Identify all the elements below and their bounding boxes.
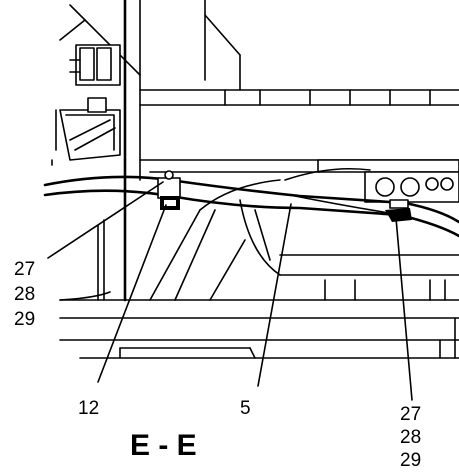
callout-label: 27 xyxy=(400,404,421,425)
mounting-bracket xyxy=(51,44,121,166)
clip-left xyxy=(157,170,181,210)
callout-label: 27 xyxy=(14,259,35,280)
callout-label: 28 xyxy=(14,284,35,305)
callout-left-group: 27 28 29 xyxy=(14,259,35,330)
clip-right xyxy=(385,199,412,222)
callout-label: 29 xyxy=(400,450,421,471)
callout-label: 29 xyxy=(14,309,35,330)
callout-label: 28 xyxy=(400,427,421,448)
section-title: E - E xyxy=(130,429,197,462)
callout-hose: 5 xyxy=(240,398,251,419)
frame-structure xyxy=(59,0,459,359)
callout-right-group: 27 28 29 xyxy=(400,404,421,471)
leader-lines xyxy=(47,181,413,401)
callout-clip-left: 12 xyxy=(78,398,99,419)
